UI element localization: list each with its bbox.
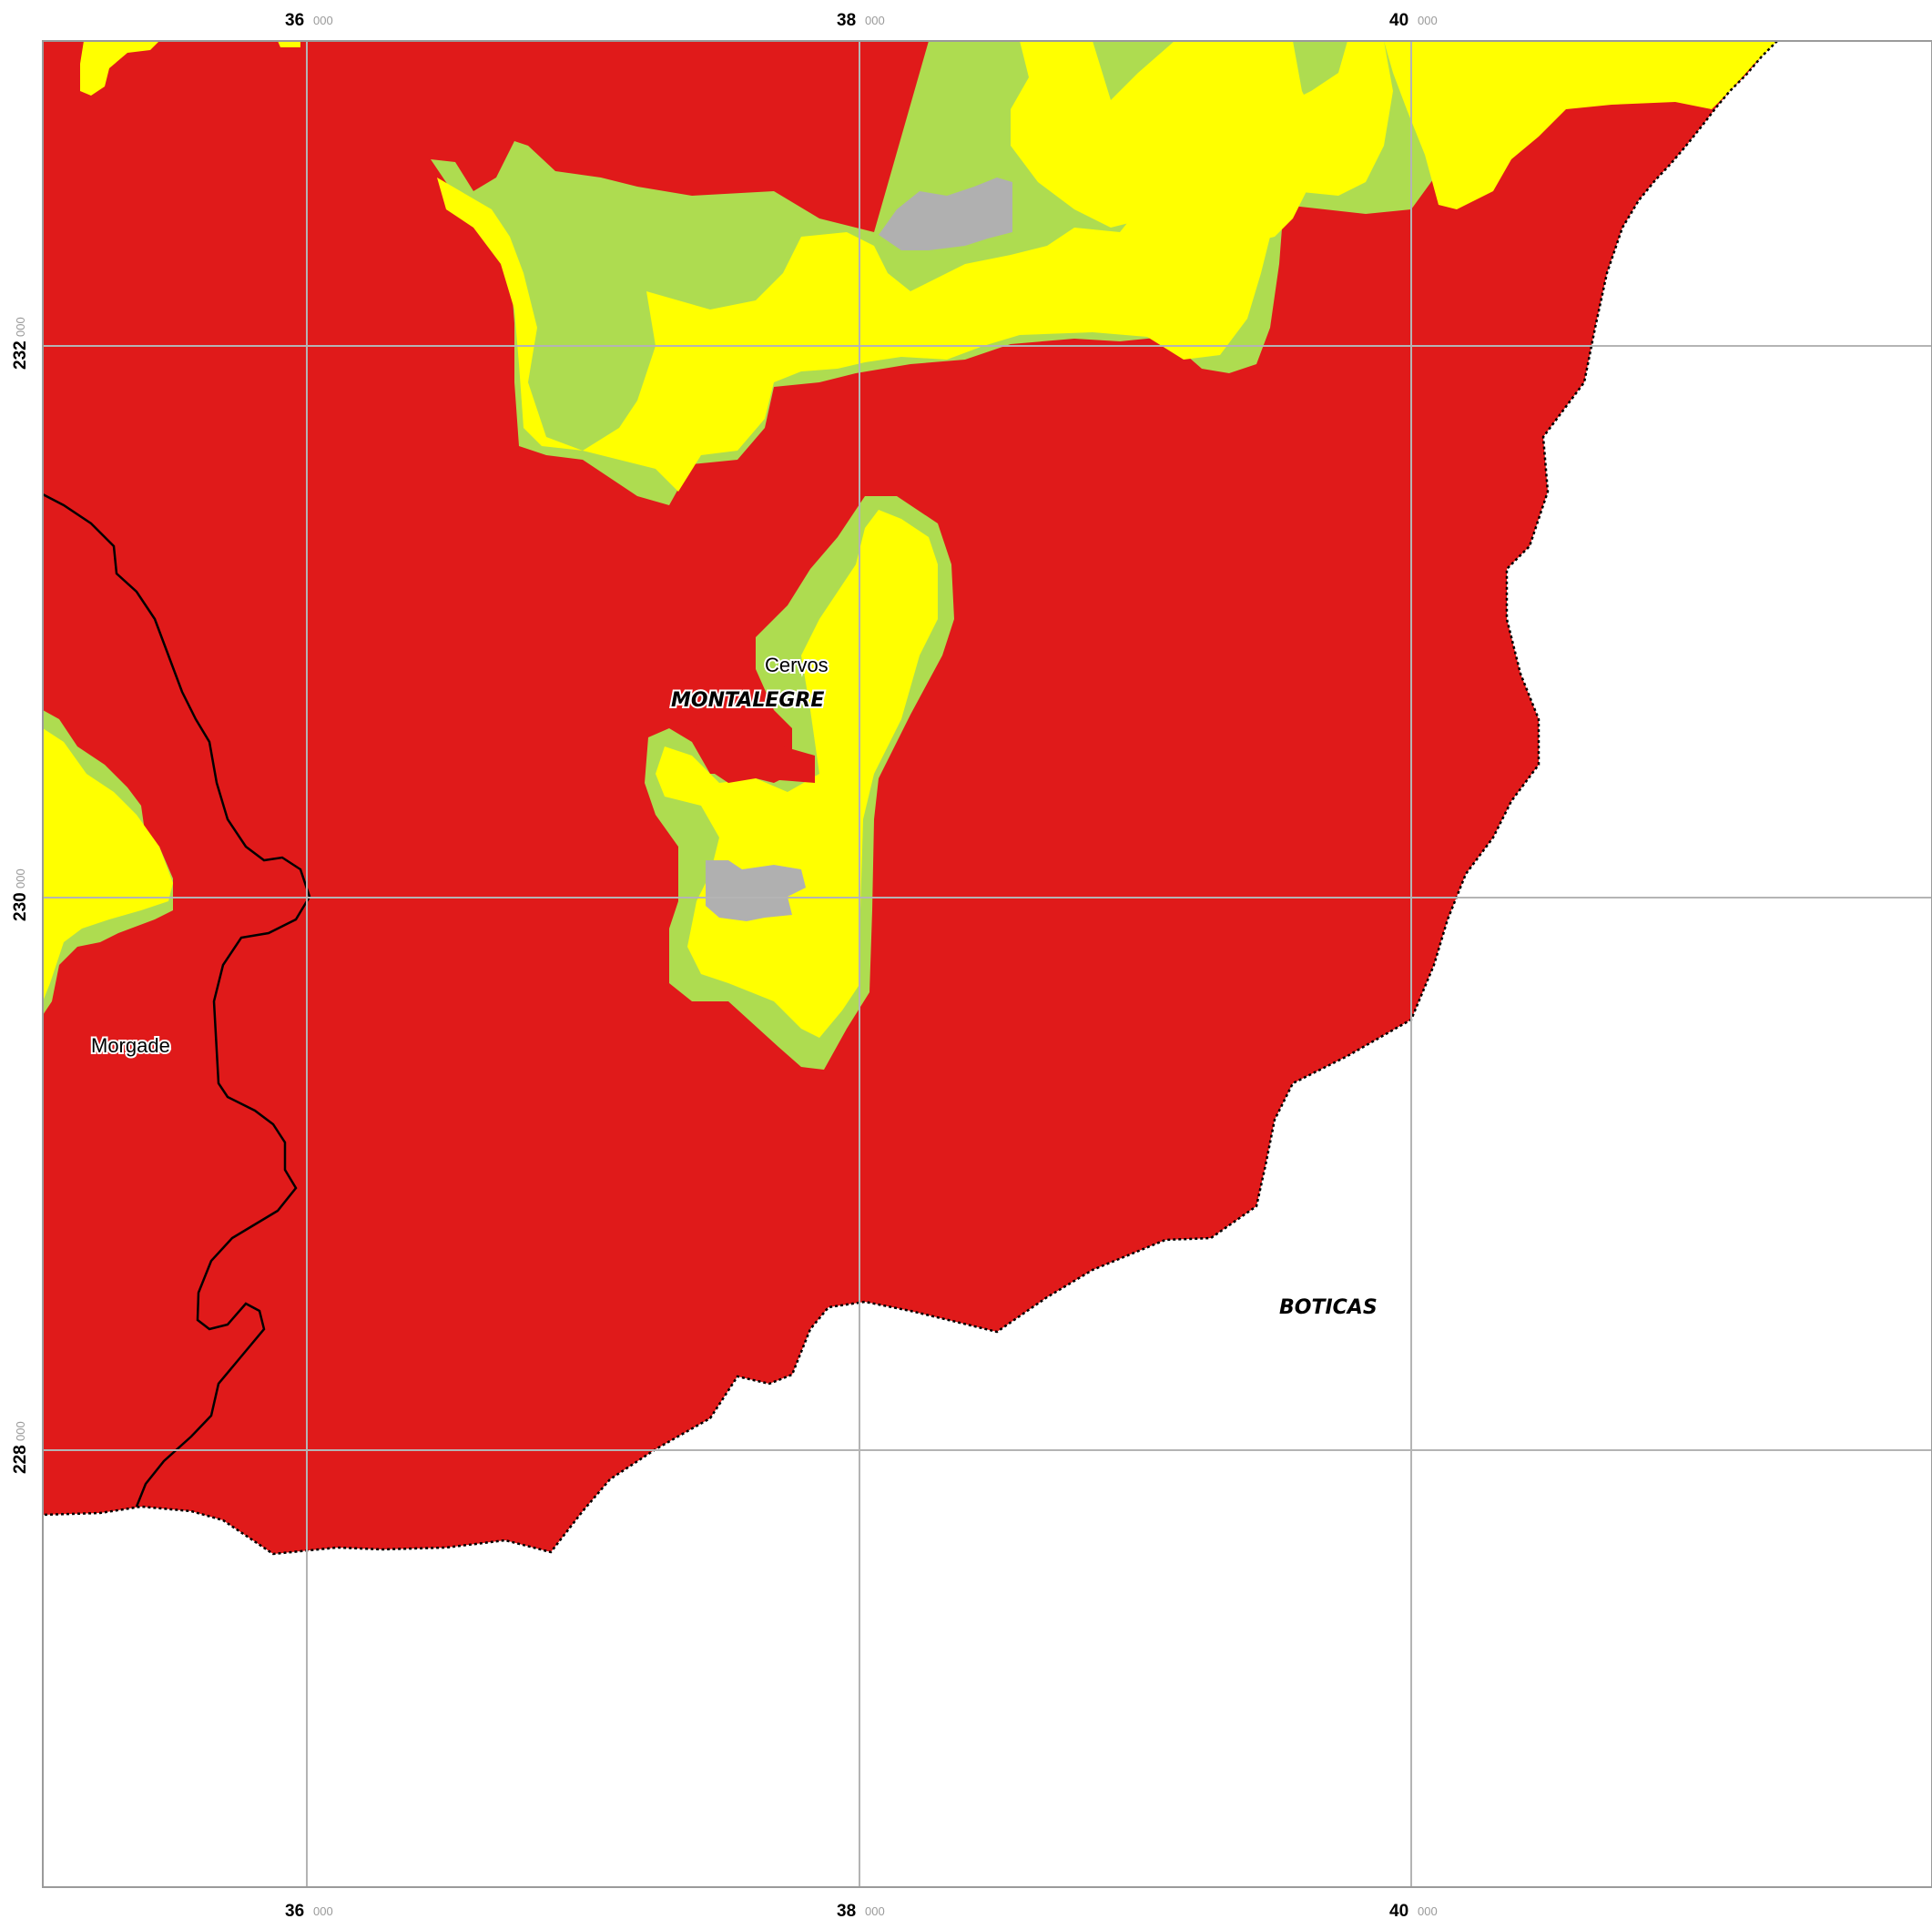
y-tick-sublabel: 000 (14, 1421, 27, 1441)
hazard-medium-area-northeast (1384, 41, 1777, 209)
place-label-cervos: Cervos (765, 654, 829, 676)
y-tick-sublabel: 000 (14, 868, 27, 888)
hazard-high-area (43, 41, 1777, 1554)
municipal-boundary-line (42, 40, 1778, 1556)
urban-area-north (879, 178, 1012, 250)
y-tick-sublabel: 000 (14, 317, 27, 337)
x-tick-label: 40 (1389, 11, 1408, 30)
parish-boundary-line (42, 492, 311, 1508)
x-tick-sublabel: 000 (865, 14, 885, 27)
municipality-label-montalegre: MONTALEGRE (671, 689, 824, 712)
hazard-medium-area-northwest (80, 41, 159, 96)
hazard-medium-area-west (43, 728, 173, 1001)
place-label-morgade: Morgade (91, 1034, 170, 1057)
x-tick-sublabel: 000 (1418, 1904, 1438, 1918)
x-tick-label: 38 (837, 11, 856, 30)
x-tick-label: 36 (285, 1902, 304, 1919)
y-tick-label: 228 (11, 1445, 30, 1474)
y-axis-left: 232 000 230 000 228 000 (11, 317, 30, 1474)
map-frame (42, 40, 1932, 1888)
hazard-medium-area-northwest-2 (278, 41, 300, 47)
municipality-label-boticas: BOTICAS (1279, 1296, 1378, 1319)
hazard-medium-area-north-2 (1011, 41, 1320, 259)
x-tick-sublabel: 000 (865, 1904, 885, 1918)
x-tick-label: 36 (285, 11, 304, 30)
y-tick-label: 230 (11, 892, 30, 921)
y-tick-label: 232 (11, 340, 30, 370)
hazard-high-pocket (697, 724, 815, 783)
x-tick-label: 40 (1389, 1902, 1408, 1919)
x-tick-label: 38 (837, 1902, 856, 1919)
x-tick-sublabel: 000 (1418, 14, 1438, 27)
hazard-medium-area-north (437, 41, 1393, 492)
x-axis-bottom: 36 000 38 000 40 000 (285, 1902, 1438, 1919)
x-axis-top: 36 000 38 000 40 000 (285, 11, 1438, 30)
x-tick-sublabel: 000 (313, 1904, 333, 1918)
urban-area-cervos (706, 860, 806, 921)
x-tick-sublabel: 000 (313, 14, 333, 27)
coordinate-grid (43, 41, 1932, 1887)
